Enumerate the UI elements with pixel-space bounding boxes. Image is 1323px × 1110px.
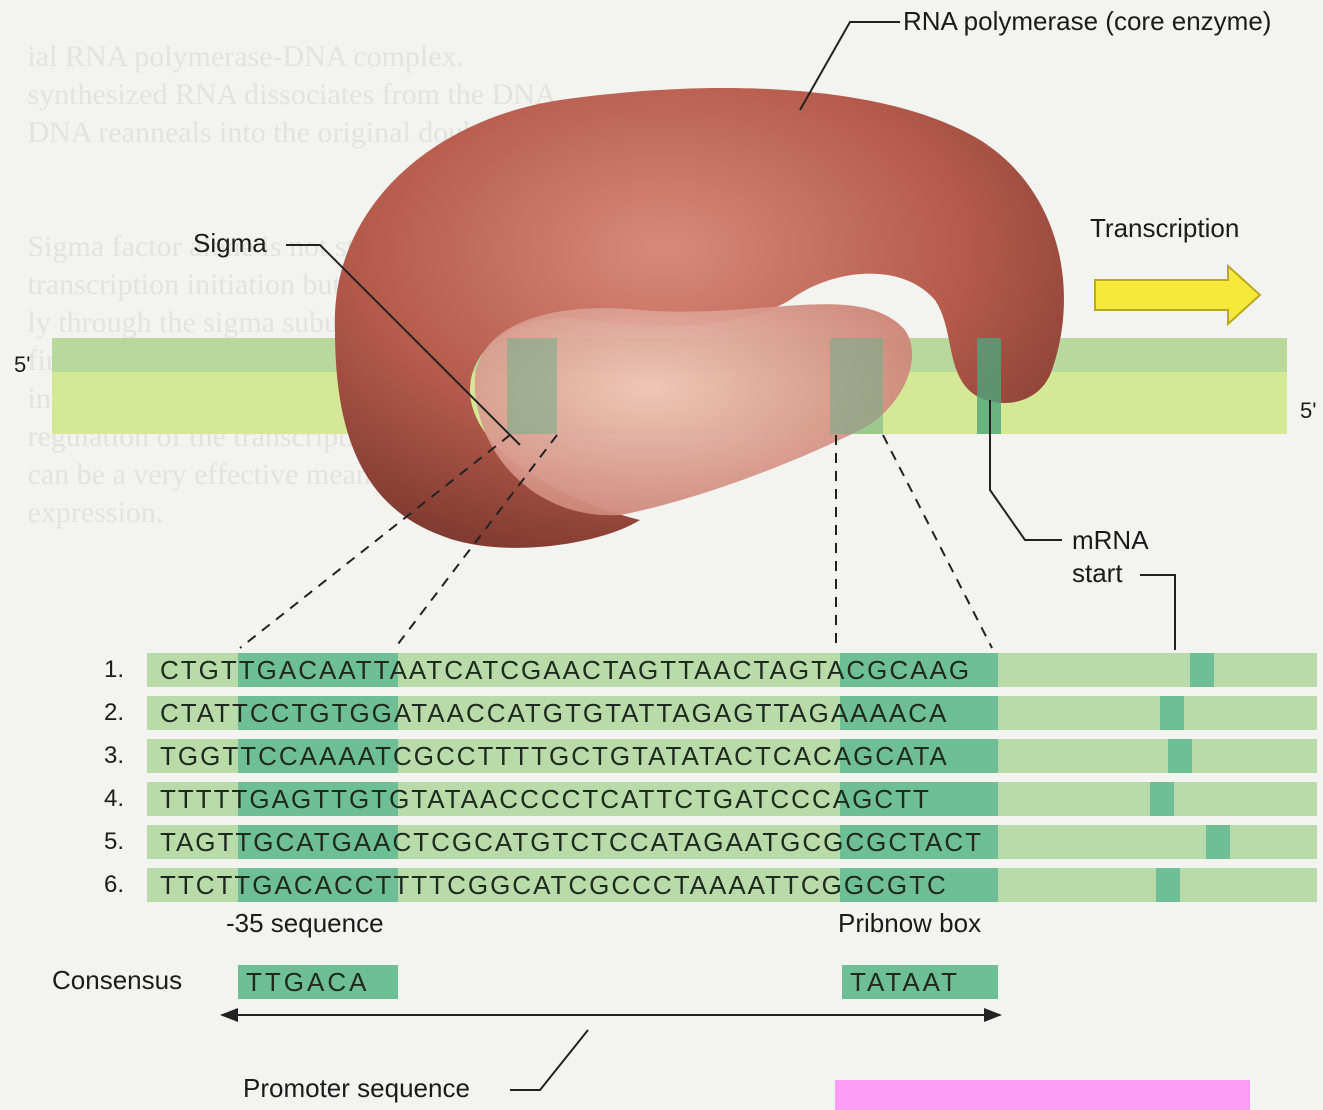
sequence-text: TTCTTGACACCTTTTCGGCATCGCCCTAAAATTCGGCGTC (160, 867, 948, 903)
consensus-pribnow: TATAAT (842, 965, 998, 999)
minus35-site-top (507, 338, 557, 434)
start-nucleotide-box (1150, 782, 1174, 816)
minus35-label: -35 sequence (226, 908, 384, 939)
mrna-start-label: start (1072, 558, 1123, 589)
row-number: 2. (104, 699, 124, 727)
promoter-label: Promoter sequence (243, 1073, 470, 1104)
sequence-text: TTTTTGAGTTGTGTATAACCCCTCATTCTGATCCCAGCTT (160, 781, 931, 817)
five-prime-left-label: 5' (14, 352, 30, 378)
mrna-start-leader (1140, 575, 1175, 650)
sequence-text: TGGTTCCAAAATCGCCTTTTGCTGTATATACTCACAGCAT… (160, 738, 949, 774)
consensus-label: Consensus (52, 965, 182, 996)
promoter-leader (510, 1030, 588, 1090)
sequence-text: CTATTCCTGTGGATAACCATGTGTATTAGAGTTAGAAAAC… (160, 695, 948, 731)
row-number: 1. (104, 656, 124, 684)
sequence-text: CTGTTGACAATTAATCATCGAACTAGTTAACTAGTACGCA… (160, 652, 971, 688)
start-nucleotide-box (1168, 739, 1192, 773)
promoter-arrowhead-left (220, 1008, 238, 1022)
start-nucleotide-box (1156, 868, 1180, 902)
sequence-text: TAGTTGCATGAACTCGCATGTCTCCATAGAATGCGCGCTA… (160, 824, 983, 860)
mrna-label: mRNA (1072, 525, 1149, 556)
row-number: 4. (104, 785, 124, 813)
consensus-minus35: TTGACA (238, 965, 398, 999)
row-number: 3. (104, 742, 124, 770)
polymerase-label: RNA polymerase (core enzyme) (903, 6, 1271, 37)
start-nucleotide-box (1190, 653, 1214, 687)
highlight-badge (835, 1080, 1250, 1110)
start-nucleotide-box (1160, 696, 1184, 730)
projection-line (883, 435, 992, 648)
start-nucleotide-box (1206, 825, 1230, 859)
row-number: 5. (104, 828, 124, 856)
transcription-label: Transcription (1090, 213, 1239, 244)
five-prime-right-label: 5' (1300, 398, 1316, 424)
row-number: 6. (104, 871, 124, 899)
promoter-arrowhead-right (984, 1008, 1002, 1022)
pribnow-site-top (830, 338, 883, 434)
transcription-arrow (1095, 266, 1260, 324)
sigma-label: Sigma (193, 228, 267, 259)
pribnow-label: Pribnow box (838, 908, 981, 939)
